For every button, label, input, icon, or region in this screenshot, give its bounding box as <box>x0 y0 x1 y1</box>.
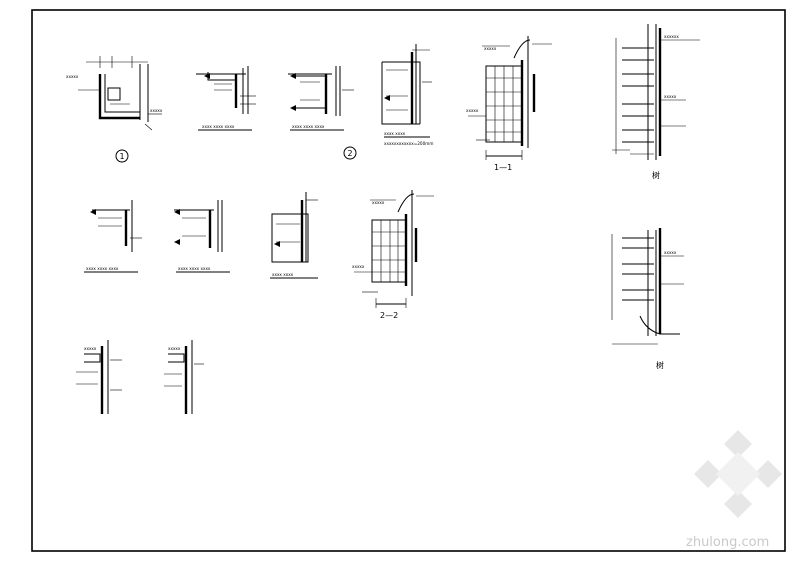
svg-text:xxxxx: xxxxx <box>84 346 97 351</box>
section-1-1-detail: xxxxx xxxxx <box>466 36 552 160</box>
svg-text:xxxxx: xxxxx <box>168 346 181 351</box>
svg-text:xxxxx: xxxxx <box>66 74 79 79</box>
svg-text:xxxxx: xxxxx <box>352 264 365 269</box>
section-2-2-detail: xxxxx xxxxx <box>352 190 434 308</box>
detail-ledge-2: xxxx xxxx xxxx <box>196 66 256 131</box>
caption-lower: 树 <box>656 360 664 370</box>
watermark-text: zhulong.com <box>686 535 769 550</box>
detail-ledge-5: xxxx xxxx xxxx <box>84 200 142 273</box>
svg-text:xxxxx: xxxxx <box>484 46 497 51</box>
svg-text:xxxx xxxx xxxx: xxxx xxxx xxxx <box>178 266 211 271</box>
detail-marker-1: 1 <box>115 149 129 163</box>
svg-text:xxxxx: xxxxx <box>664 250 677 255</box>
section-1-1-label: 1—1 <box>494 163 512 172</box>
svg-text:xxxx xxxx: xxxx xxxx <box>272 272 294 277</box>
elevation-lower: xxxxx <box>611 228 684 345</box>
detail-corner-1: xxxxx xxxxx <box>66 56 163 131</box>
svg-text:xxxx xxxx xxxx: xxxx xxxx xxxx <box>202 124 235 129</box>
svg-text:xxxx xxxx xxxx: xxxx xxxx xxxx <box>292 124 325 129</box>
svg-text:xxxx xxxx: xxxx xxxx <box>384 131 406 136</box>
svg-text:xxxxx: xxxxx <box>372 200 385 205</box>
svg-text:xxxxx: xxxxx <box>664 94 677 99</box>
svg-text:xxxx xxxx xxxx: xxxx xxxx xxxx <box>86 266 119 271</box>
watermark-logo-icon <box>694 430 782 518</box>
detail-ledge-6: xxxx xxxx xxxx <box>174 200 230 273</box>
svg-text:xxxxx: xxxxx <box>466 108 479 113</box>
svg-text:xxxxx: xxxxx <box>150 108 163 113</box>
svg-text:xxxxxx: xxxxxx <box>664 34 679 39</box>
detail-marker-2: 2 <box>343 146 357 160</box>
svg-text:xxxxxxxxxxxx=200mm: xxxxxxxxxxxx=200mm <box>384 141 433 146</box>
detail-column-8: xxxxx <box>76 340 122 414</box>
detail-parapet-7: xxxx xxxx <box>270 192 318 279</box>
sheet-border <box>31 9 786 552</box>
detail-marker-2-label: 2 <box>347 149 352 158</box>
section-2-2-label: 2—2 <box>380 311 398 320</box>
caption-upper: 树 <box>652 170 660 180</box>
elevation-upper: xxxxxx xxxxx <box>612 24 700 160</box>
detail-parapet-4: xxxx xxxx xxxxxxxxxxxx=200mm <box>381 44 433 146</box>
detail-ledge-3: xxxx xxxx xxxx <box>288 66 354 131</box>
detail-marker-1-label: 1 <box>119 152 124 161</box>
detail-column-9: xxxxx <box>164 340 204 414</box>
